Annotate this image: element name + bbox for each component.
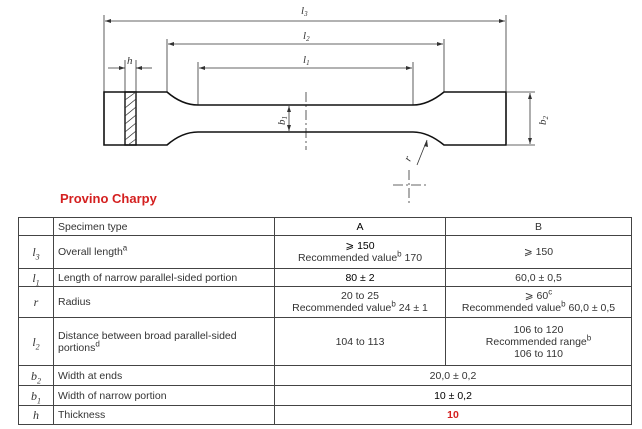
svg-text:l1: l1 <box>303 54 310 67</box>
specimen-outline <box>103 91 507 146</box>
svg-text:l3: l3 <box>301 5 308 18</box>
l2-label: l <box>303 30 306 42</box>
r-label: r <box>402 154 415 164</box>
h-label: h <box>127 55 133 67</box>
table-row: l1 Length of narrow parallel-sided porti… <box>18 268 632 287</box>
table-row: b2 Width at ends 20,0 ± 0,2 <box>18 365 632 386</box>
table-header: Specimen type A B <box>18 217 632 236</box>
header-type-b: B <box>445 217 632 236</box>
svg-text:b2: b2 <box>537 116 550 126</box>
l3-label: l <box>301 5 304 17</box>
specimen-drawing: l3 l2 l1 h b1 b2 r <box>103 5 550 203</box>
header-specimen-type: Specimen type <box>53 217 275 236</box>
table-row: l2 Distance between broad parallel-sided… <box>18 317 632 366</box>
header-type-a: A <box>274 217 446 236</box>
b1-label: b <box>276 119 288 125</box>
b2-label: b <box>537 119 549 125</box>
svg-text:l2: l2 <box>303 30 310 43</box>
l1-label: l <box>303 54 306 66</box>
table-row: h Thickness 10 <box>18 405 632 425</box>
svg-text:b1: b1 <box>276 116 289 125</box>
specimen-table: Specimen type A B l3 Overall lengtha ⩾ 1… <box>18 217 632 425</box>
section-title: Provino Charpy <box>60 191 157 206</box>
table-row: b1 Width of narrow portion 10 ± 0,2 <box>18 385 632 406</box>
